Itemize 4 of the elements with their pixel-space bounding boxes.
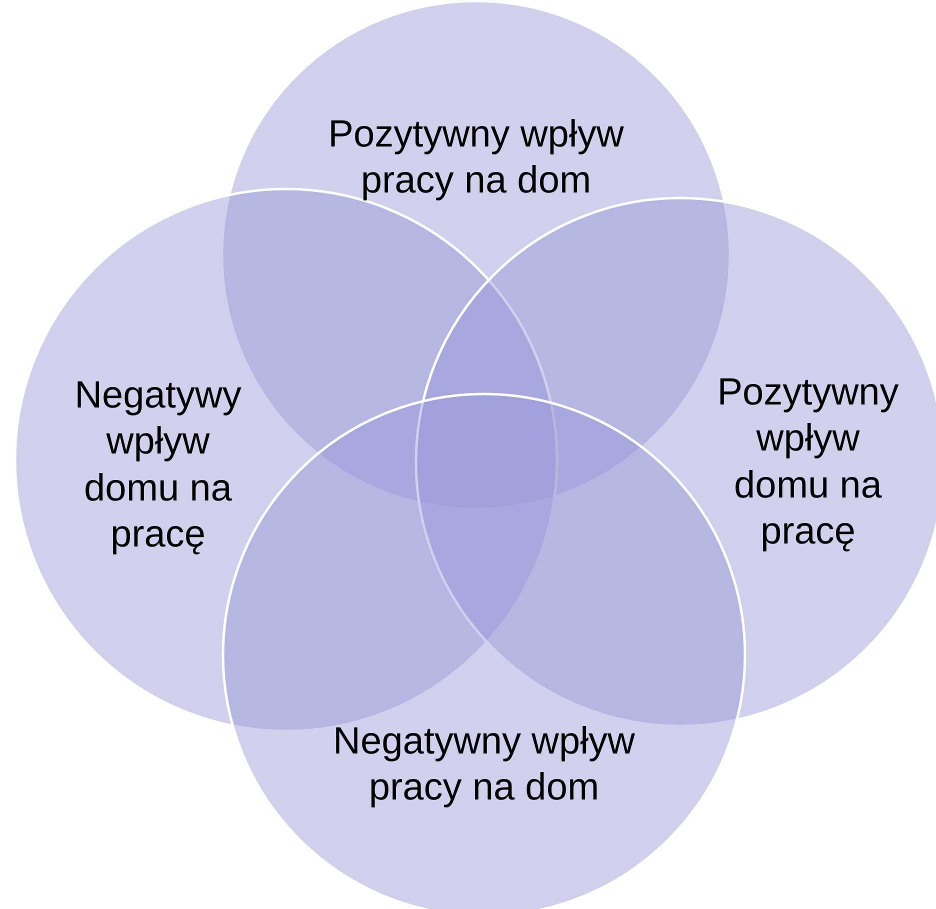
circle-label: Pozytywny wpływ pracy na dom (327, 112, 625, 204)
circle-label: Negatywy wpływ domu na pracę (74, 373, 242, 558)
circle-label: Pozytywny wpływ domu na pracę (716, 370, 900, 554)
circle-label: Negatywny wpływ pracy na dom (332, 720, 636, 811)
